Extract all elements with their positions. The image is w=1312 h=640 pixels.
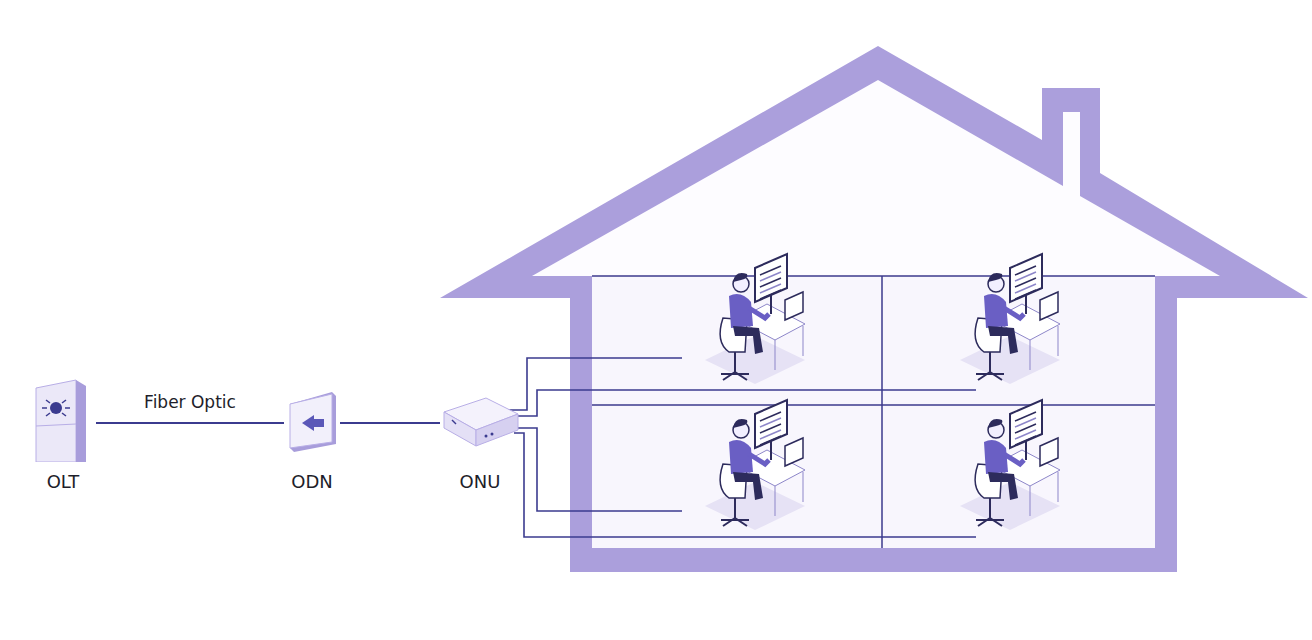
person-at-desk — [705, 400, 805, 530]
ethernet-wire — [498, 358, 976, 537]
device-label: ONU — [420, 472, 540, 492]
house-outline — [440, 46, 1308, 572]
device-icon — [30, 378, 96, 462]
house-interior — [532, 80, 1220, 548]
device-label: OLT — [10, 472, 116, 492]
person-at-desk — [960, 254, 1060, 384]
workstation-illustrations — [705, 254, 1060, 530]
device-icon — [440, 392, 520, 452]
olt-device: OLT — [30, 378, 96, 492]
device-icon — [284, 390, 340, 456]
link-label: Fiber Optic — [144, 392, 236, 412]
onu-terminal: ONU — [440, 392, 520, 492]
fiber-link — [340, 422, 440, 424]
device-label: ODN — [264, 472, 360, 492]
fiber-link — [96, 422, 284, 424]
person-at-desk — [960, 400, 1060, 530]
person-at-desk — [705, 254, 805, 384]
room-divider — [592, 276, 1155, 548]
odn-splitter: ODN — [284, 390, 340, 492]
room-area — [592, 276, 1155, 548]
